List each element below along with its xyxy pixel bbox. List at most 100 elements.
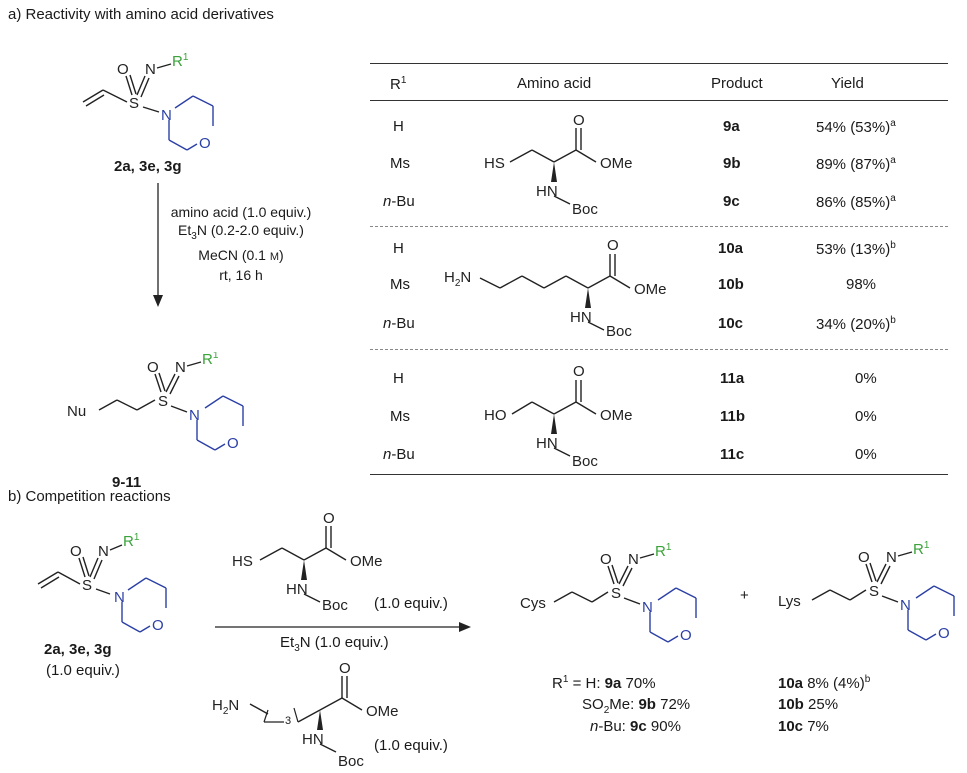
svg-text:N: N bbox=[900, 597, 911, 614]
boc-label: Boc bbox=[572, 201, 598, 217]
atom-s: S bbox=[158, 393, 168, 410]
table-row-yield: 53% (13%)b bbox=[816, 240, 896, 258]
ester-label: OMe bbox=[634, 281, 667, 298]
group-divider bbox=[370, 226, 948, 227]
nh-label: HN bbox=[536, 183, 558, 200]
serine-structure: HO O OMe HN Boc bbox=[484, 363, 633, 470]
lys-reagent-structure: H2N 3 O OMe HN Boc bbox=[212, 662, 399, 770]
header-amino-acid: Amino acid bbox=[517, 75, 592, 92]
atom-o: O bbox=[573, 112, 585, 129]
svg-text:HS: HS bbox=[232, 553, 253, 570]
table-row-yield: 0% bbox=[855, 370, 877, 387]
atom-n: N bbox=[98, 543, 109, 560]
table-row-r1: n-Bu bbox=[383, 315, 415, 332]
header-yield: Yield bbox=[831, 75, 864, 92]
reagent-structure-a: O N R1 S N O bbox=[82, 52, 214, 152]
lys-result-row: 10a 8% (4%)b bbox=[778, 674, 871, 692]
cys-result-row: R1 = H: 9a 70% bbox=[552, 674, 656, 692]
atom-nu: Nu bbox=[67, 403, 86, 420]
table-row-product: 9a bbox=[723, 118, 740, 135]
svg-text:N: N bbox=[642, 599, 653, 616]
atom-o: O bbox=[147, 359, 159, 376]
table-row-yield: 98% bbox=[846, 276, 877, 293]
section-b-heading: b) Competition reactions bbox=[8, 488, 171, 505]
atom-o-morph: O bbox=[199, 135, 211, 152]
product-structure-a: Nu O N R1 S N O bbox=[67, 352, 244, 452]
reagent-label-a: 2a, 3e, 3g bbox=[114, 158, 182, 175]
atom-s: S bbox=[82, 577, 92, 594]
table-row-product: 10b bbox=[718, 276, 744, 293]
group-divider bbox=[370, 349, 948, 350]
side-chain-label: HO bbox=[484, 407, 507, 424]
atom-o: O bbox=[117, 61, 129, 78]
table-row-r1: H bbox=[393, 240, 404, 257]
atom-o: O bbox=[573, 363, 585, 380]
cys-result-row: n-Bu: 9c 90% bbox=[590, 718, 681, 735]
atom-n: N bbox=[145, 61, 156, 78]
svg-text:O: O bbox=[323, 512, 335, 527]
svg-text:O: O bbox=[938, 625, 950, 642]
table-top-rule bbox=[370, 63, 948, 65]
lysine-structure: H2N O OMe HN Boc bbox=[444, 237, 667, 337]
svg-text:OMe: OMe bbox=[350, 553, 383, 570]
table-row-product: 10c bbox=[718, 315, 744, 332]
reaction-arrow-b bbox=[215, 622, 471, 632]
plus-sign: + bbox=[740, 587, 749, 604]
svg-text:R1: R1 bbox=[655, 542, 672, 560]
svg-text:HN: HN bbox=[302, 731, 324, 748]
conditions-a: amino acid (1.0 equiv.) Et3N (0.2-2.0 eq… bbox=[166, 203, 316, 284]
cys-label: Cys bbox=[520, 595, 546, 612]
lys-chain-subscript: 3 bbox=[285, 715, 291, 727]
cys-equiv: (1.0 equiv.) bbox=[374, 595, 448, 612]
table-row-yield: 34% (20%)b bbox=[816, 315, 896, 333]
atom-o-morph: O bbox=[152, 617, 164, 634]
svg-text:N: N bbox=[886, 549, 897, 566]
nh-label: HN bbox=[570, 309, 592, 326]
svg-text:Boc: Boc bbox=[322, 597, 348, 612]
table-row-r1: H bbox=[393, 118, 404, 135]
cys-result-row: SO2Me: 9b 72% bbox=[582, 696, 691, 716]
header-product: Product bbox=[711, 75, 763, 92]
table-row-yield: 86% (85%)a bbox=[816, 193, 896, 211]
table-row-r1: n-Bu bbox=[383, 446, 415, 463]
atom-s: S bbox=[129, 95, 139, 112]
table-row-product: 11a bbox=[720, 370, 745, 387]
condition-amino-acid: amino acid (1.0 equiv.) bbox=[170, 204, 312, 220]
svg-text:O: O bbox=[858, 549, 870, 566]
reagent-label-b: 2a, 3e, 3g bbox=[44, 641, 112, 658]
boc-label: Boc bbox=[606, 323, 632, 337]
atom-o-morph: O bbox=[227, 435, 239, 452]
atom-r1: R1 bbox=[202, 352, 219, 368]
table-row-yield: 0% bbox=[855, 446, 877, 463]
ester-label: OMe bbox=[600, 407, 633, 424]
atom-n: N bbox=[175, 359, 186, 376]
atom-o: O bbox=[607, 237, 619, 254]
table-bottom-rule bbox=[370, 474, 948, 476]
svg-text:S: S bbox=[869, 583, 879, 600]
cys-reagent-structure: HS O OMe HN Boc bbox=[232, 512, 383, 612]
reagent-structure-b: O N R1 S N O bbox=[37, 532, 167, 634]
condition-solvent: MeCN (0.1 M) bbox=[198, 246, 284, 263]
svg-text:O: O bbox=[600, 551, 612, 568]
svg-text:R1: R1 bbox=[913, 540, 930, 558]
svg-text:Boc: Boc bbox=[338, 753, 364, 770]
atom-r1: R1 bbox=[172, 52, 189, 70]
table-row-product: 10a bbox=[718, 240, 744, 257]
reagent-equiv-b: (1.0 equiv.) bbox=[46, 662, 120, 679]
table-row-r1: H bbox=[393, 370, 404, 387]
svg-text:HN: HN bbox=[286, 581, 308, 598]
header-r1: R1 bbox=[390, 75, 407, 93]
condition-base: Et3N (0.2-2.0 equiv.) bbox=[178, 222, 304, 242]
lys-result-row: 10b 25% bbox=[778, 696, 839, 713]
svg-text:O: O bbox=[339, 662, 351, 677]
table-row-r1: Ms bbox=[390, 155, 410, 172]
table-row-product: 11b bbox=[720, 408, 746, 425]
svg-text:S: S bbox=[611, 585, 621, 602]
nh-label: HN bbox=[536, 435, 558, 452]
section-a-heading: a) Reactivity with amino acid derivative… bbox=[8, 6, 274, 23]
svg-text:O: O bbox=[680, 627, 692, 644]
table-row-product: 9c bbox=[723, 193, 740, 210]
svg-text:H2N: H2N bbox=[212, 697, 239, 717]
base-b: Et3N (1.0 equiv.) bbox=[280, 634, 389, 654]
lys-label: Lys bbox=[778, 593, 801, 610]
